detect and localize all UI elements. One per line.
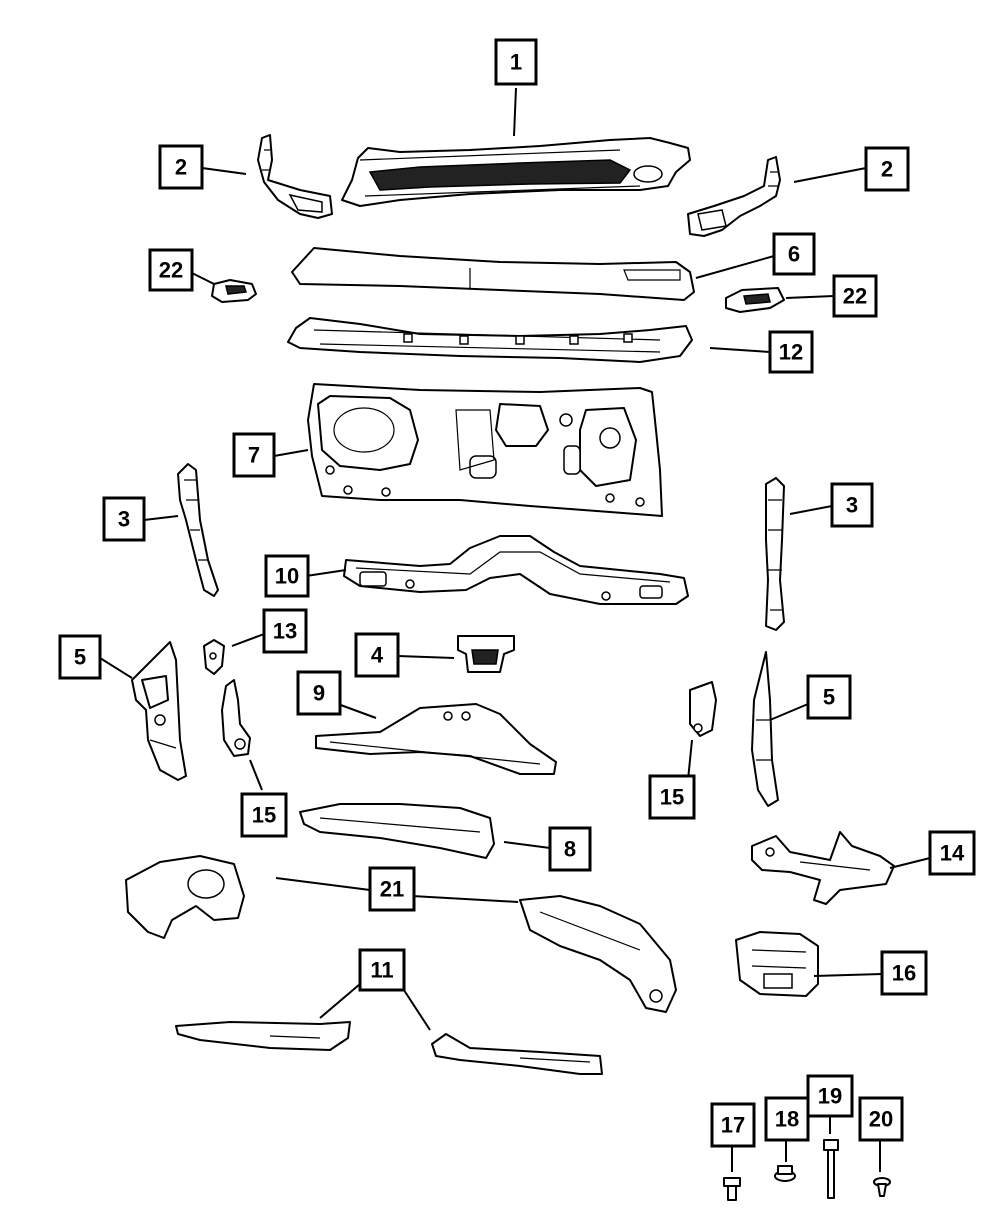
callout-22-left: 22 xyxy=(148,248,194,292)
callout-9-label: 9 xyxy=(313,681,325,706)
callout-6-label: 6 xyxy=(788,242,800,267)
part-11-right-sill xyxy=(431,1033,603,1075)
callout-21-label: 21 xyxy=(380,877,404,902)
callout-8-label: 8 xyxy=(564,837,576,862)
callout-5-right: 5 xyxy=(806,674,852,720)
callout-2-right-label: 2 xyxy=(881,157,893,182)
callout-13-label: 13 xyxy=(273,619,297,644)
callout-4-label: 4 xyxy=(371,643,384,668)
callout-5-left: 5 xyxy=(58,634,102,680)
leader-lines xyxy=(99,87,931,1172)
part-22-left-clip xyxy=(211,279,257,303)
part-10-floor-cross-member xyxy=(343,535,689,605)
part-2-left-bracket xyxy=(257,134,333,219)
callout-3-right: 3 xyxy=(830,482,874,528)
callout-22-left-label: 22 xyxy=(159,258,183,283)
callout-3-right-label: 3 xyxy=(846,493,858,518)
callout-2-left-label: 2 xyxy=(175,155,187,180)
part-17-bolt xyxy=(723,1177,741,1201)
callout-15-left: 15 xyxy=(240,792,288,838)
part-21-left-wheelhouse xyxy=(125,855,245,939)
part-3-left-pillar xyxy=(177,463,219,597)
part-13-small-bracket xyxy=(203,639,225,675)
callout-11: 11 xyxy=(358,948,406,992)
part-1-cowl-panel xyxy=(341,137,691,207)
callout-19-label: 19 xyxy=(818,1084,842,1109)
callout-13: 13 xyxy=(262,608,308,654)
callout-16: 16 xyxy=(880,950,928,996)
callout-18-label: 18 xyxy=(775,1107,799,1132)
part-19-long-bolt xyxy=(823,1139,839,1199)
callout-19: 19 xyxy=(806,1074,854,1118)
part-15-left-bracket xyxy=(221,679,251,757)
callout-8: 8 xyxy=(548,826,592,872)
callout-10-label: 10 xyxy=(275,564,299,589)
callout-17: 17 xyxy=(710,1102,756,1148)
callout-15-left-label: 15 xyxy=(252,803,276,828)
part-15-right-bracket xyxy=(689,681,717,737)
callout-7-label: 7 xyxy=(248,443,260,468)
callout-10: 10 xyxy=(264,554,310,598)
part-8-tunnel-reinforcement xyxy=(299,803,495,859)
callout-20-label: 20 xyxy=(869,1107,893,1132)
callout-2-right: 2 xyxy=(864,146,910,192)
callout-2-left: 2 xyxy=(158,144,204,190)
part-2-right-bracket xyxy=(687,156,781,237)
callout-15-right: 15 xyxy=(648,774,696,820)
callout-1-label: 1 xyxy=(510,50,522,75)
callout-5-left-label: 5 xyxy=(74,645,86,670)
callout-22-right-label: 22 xyxy=(843,284,867,309)
part-12-cross-member xyxy=(287,317,693,363)
callout-22-right: 22 xyxy=(832,274,878,318)
callout-17-label: 17 xyxy=(721,1113,745,1138)
part-18-nut xyxy=(774,1165,796,1182)
callout-7: 7 xyxy=(232,432,276,478)
part-9-cross-brace xyxy=(315,703,557,775)
callout-16-label: 16 xyxy=(892,961,916,986)
callout-3-left: 3 xyxy=(102,496,146,542)
callout-14-label: 14 xyxy=(940,841,965,866)
part-4-mount-bracket xyxy=(457,635,515,673)
callout-20: 20 xyxy=(858,1096,904,1142)
part-21-right-rail xyxy=(519,895,677,1013)
callout-12-label: 12 xyxy=(779,340,803,365)
callout-12: 12 xyxy=(768,330,814,374)
callout-11-label: 11 xyxy=(370,958,393,983)
part-22-right-clip xyxy=(725,287,785,313)
callout-1: 1 xyxy=(494,38,538,86)
callout-21: 21 xyxy=(368,866,416,912)
part-7-dash-panel xyxy=(307,383,663,517)
callout-15-right-label: 15 xyxy=(660,785,684,810)
callout-9: 9 xyxy=(296,670,342,716)
callout-4: 4 xyxy=(354,632,400,678)
part-5-right-panel xyxy=(751,651,779,807)
part-20-push-pin xyxy=(873,1177,891,1197)
callout-5-right-label: 5 xyxy=(823,685,835,710)
part-16-module-bracket xyxy=(735,931,819,997)
part-6-panel xyxy=(291,247,695,301)
callout-18: 18 xyxy=(764,1096,810,1142)
part-3-right-pillar xyxy=(765,477,785,631)
callout-3-left-label: 3 xyxy=(118,507,130,532)
callout-14: 14 xyxy=(928,830,976,876)
part-11-left-sill xyxy=(175,1021,351,1051)
callout-6: 6 xyxy=(772,232,816,276)
part-5-left-panel xyxy=(131,641,187,781)
part-14-bracket-assembly xyxy=(751,831,895,905)
